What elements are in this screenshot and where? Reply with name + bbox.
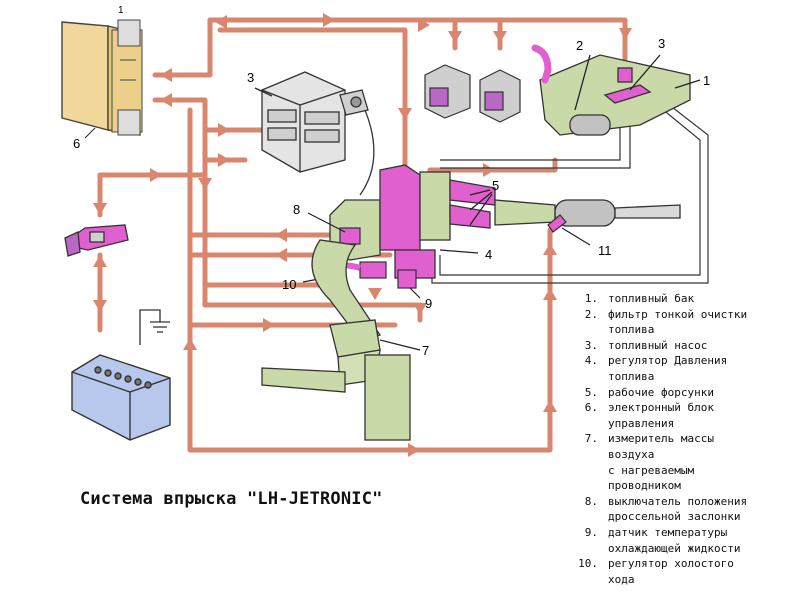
air-mass-meter <box>261 239 421 441</box>
fuel-tank <box>531 44 701 136</box>
callout-7: 7 <box>422 343 429 358</box>
legend-item-number: 6. <box>584 401 598 415</box>
legend-item-text: топливный насос <box>608 338 708 352</box>
callout-11: 11 <box>598 243 612 258</box>
legend-item: 6. электронный блок управления <box>578 400 798 431</box>
callout-6: 6 <box>73 136 80 151</box>
legend-item: 4. регулятор Давления топлива <box>578 353 798 384</box>
legend-item-text: рабочие форсунки <box>608 385 714 399</box>
legend-item: 2. фильтр тонкой очистки топлива <box>578 307 798 338</box>
legend-item: 9. датчик температуры охлаждающей жидкост… <box>578 525 798 556</box>
callout-1: 1 <box>703 73 710 88</box>
legend-item: 8. выключатель положения дроссельной засл… <box>578 494 798 525</box>
callout-labels: 1 1 2 3 3 4 5 6 7 8 9 10 11 <box>73 5 710 358</box>
legend-item-text: датчик температуры охлаждающей жидкости <box>608 525 741 555</box>
legend-list: 1. топливный бак 2. фильтр тонкой очистки т… <box>578 291 798 587</box>
legend-item: 10. регулятор холостого хода <box>578 556 798 587</box>
callout-9: 9 <box>425 296 432 311</box>
coolant-sensor <box>547 214 591 246</box>
legend-item-text: фильтр тонкой очистки топлива <box>608 307 748 337</box>
legend-item-text: топливный бак <box>608 292 695 305</box>
callout-3-tank: 3 <box>658 36 665 51</box>
legend-item-text: регулятор холостого хода <box>608 557 734 586</box>
legend-item-number: 10. <box>578 557 598 571</box>
legend-item-text: регулятор Давления топлива <box>608 354 728 383</box>
intake-manifold <box>329 164 681 279</box>
callout-5: 5 <box>492 178 499 193</box>
legend-item-text: измеритель массы воздуха с нагреваемым п… <box>608 432 714 493</box>
callout-3-pump: 3 <box>247 70 254 85</box>
legend-item: 1. топливный бак <box>578 291 798 307</box>
callout-4: 4 <box>485 247 492 262</box>
legend-item-number: 7. <box>584 432 598 446</box>
diagram-caption: Система впрыска "LH-JETRONIC" <box>80 489 383 509</box>
legend-item-text: электронный блок управления <box>608 401 714 430</box>
legend-item-number: 5. <box>584 385 598 399</box>
callout-10: 10 <box>282 277 296 292</box>
callout-8: 8 <box>293 202 300 217</box>
legend-item-number: 8. <box>584 494 598 508</box>
battery <box>71 354 171 441</box>
legend-item-number: 9. <box>584 525 598 539</box>
signal-arrows <box>93 13 632 457</box>
ecu-unit <box>61 19 143 139</box>
legend-item: 3. топливный насос <box>578 338 798 354</box>
fuel-pump-block <box>254 71 375 196</box>
callout-1-top: 1 <box>118 5 124 16</box>
legend-item: 7. измеритель массы воздуха с нагреваемым… <box>578 431 798 493</box>
callout-2: 2 <box>576 38 583 53</box>
ignition-coil <box>64 224 129 257</box>
legend-item-number: 1. <box>584 292 598 305</box>
ground-symbol <box>139 309 170 345</box>
legend-item-text: выключатель положения дроссельной заслон… <box>608 494 748 524</box>
relays <box>424 64 521 123</box>
legend-item: 5. рабочие форсунки <box>578 385 798 401</box>
legend-item-number: 2. <box>584 307 598 321</box>
legend-item-number: 4. <box>584 354 598 368</box>
legend-item-number: 3. <box>584 338 598 352</box>
